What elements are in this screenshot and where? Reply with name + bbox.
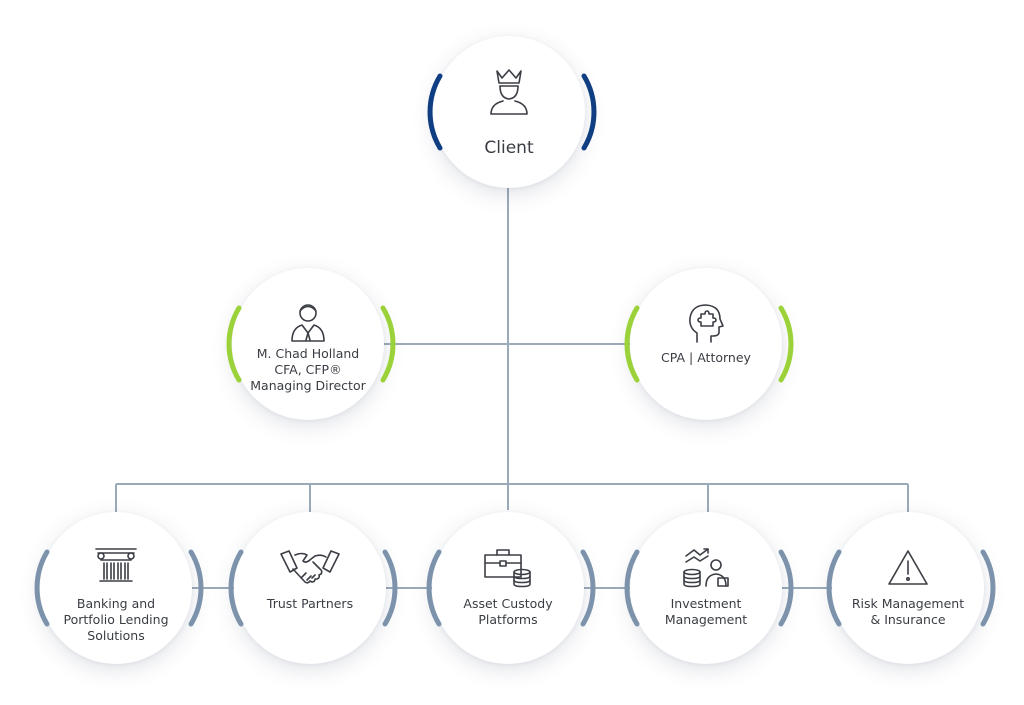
investor-chart-icon: [683, 548, 729, 588]
client-right-arc: [581, 73, 597, 151]
trust-right-arc: [382, 549, 398, 627]
risk-left-arc: [826, 549, 842, 627]
banking-right-arc: [188, 549, 204, 627]
custody-left-arc: [426, 549, 442, 627]
service-banking-line-2: Portfolio Lending: [63, 612, 169, 627]
risk-right-arc: [980, 549, 996, 627]
service-trust-label: Trust Partners: [266, 596, 354, 611]
advisor-holland-credentials: CFA, CFP®: [274, 362, 342, 377]
service-banking-line-3: Solutions: [87, 628, 145, 643]
service-node-risk: Risk Management & Insurance: [832, 512, 984, 664]
service-investment-label: Investment Management: [638, 596, 774, 628]
handshake-icon: [280, 550, 340, 584]
advisor-holland-title: Managing Director: [250, 378, 366, 393]
banking-left-arc: [34, 549, 50, 627]
cpa-right-arc: [778, 305, 794, 383]
holland-left-arc: [226, 305, 242, 383]
service-banking-label: Banking and Portfolio Lending Solutions: [48, 596, 184, 644]
custody-right-arc: [580, 549, 596, 627]
advisor-holland-label: M. Chad Holland CFA, CFP® Managing Direc…: [240, 346, 376, 394]
cpa-left-arc: [624, 305, 640, 383]
advisor-cpa-label: CPA | Attorney: [661, 350, 751, 365]
client-node: Client: [433, 36, 585, 188]
service-banking-line-1: Banking and: [76, 596, 156, 611]
trust-left-arc: [228, 549, 244, 627]
service-risk-line-1: Risk Management: [851, 596, 965, 611]
service-investment-line-2: Management: [664, 612, 748, 627]
crowned-person-icon: [490, 69, 528, 115]
service-node-investment: Investment Management: [630, 512, 782, 664]
advisor-node-holland: M. Chad Holland CFA, CFP® Managing Direc…: [232, 268, 384, 420]
investment-left-arc: [624, 549, 640, 627]
service-risk-line-2: & Insurance: [870, 612, 946, 627]
investment-right-arc: [778, 549, 794, 627]
service-custody-label: Asset Custody Platforms: [440, 596, 576, 628]
advisor-holland-name: M. Chad Holland: [256, 346, 360, 361]
holland-right-arc: [380, 305, 396, 383]
service-node-trust: Trust Partners: [234, 512, 386, 664]
service-node-banking: Banking and Portfolio Lending Solutions: [40, 512, 192, 664]
client-left-arc: [427, 73, 443, 151]
service-custody-line-1: Asset Custody: [463, 596, 553, 611]
service-risk-label: Risk Management & Insurance: [840, 596, 976, 628]
advisor-person-icon: [291, 304, 325, 342]
briefcase-coins-icon: [484, 549, 531, 588]
warning-triangle-icon: [888, 550, 928, 585]
advisor-node-cpa: CPA | Attorney: [630, 268, 782, 420]
client-label: Client: [484, 138, 534, 158]
service-node-custody: Asset Custody Platforms: [432, 512, 584, 664]
service-custody-line-2: Platforms: [478, 612, 538, 627]
head-puzzle-icon: [689, 304, 724, 343]
bank-columns-icon: [95, 548, 137, 582]
service-investment-line-1: Investment: [670, 596, 742, 611]
